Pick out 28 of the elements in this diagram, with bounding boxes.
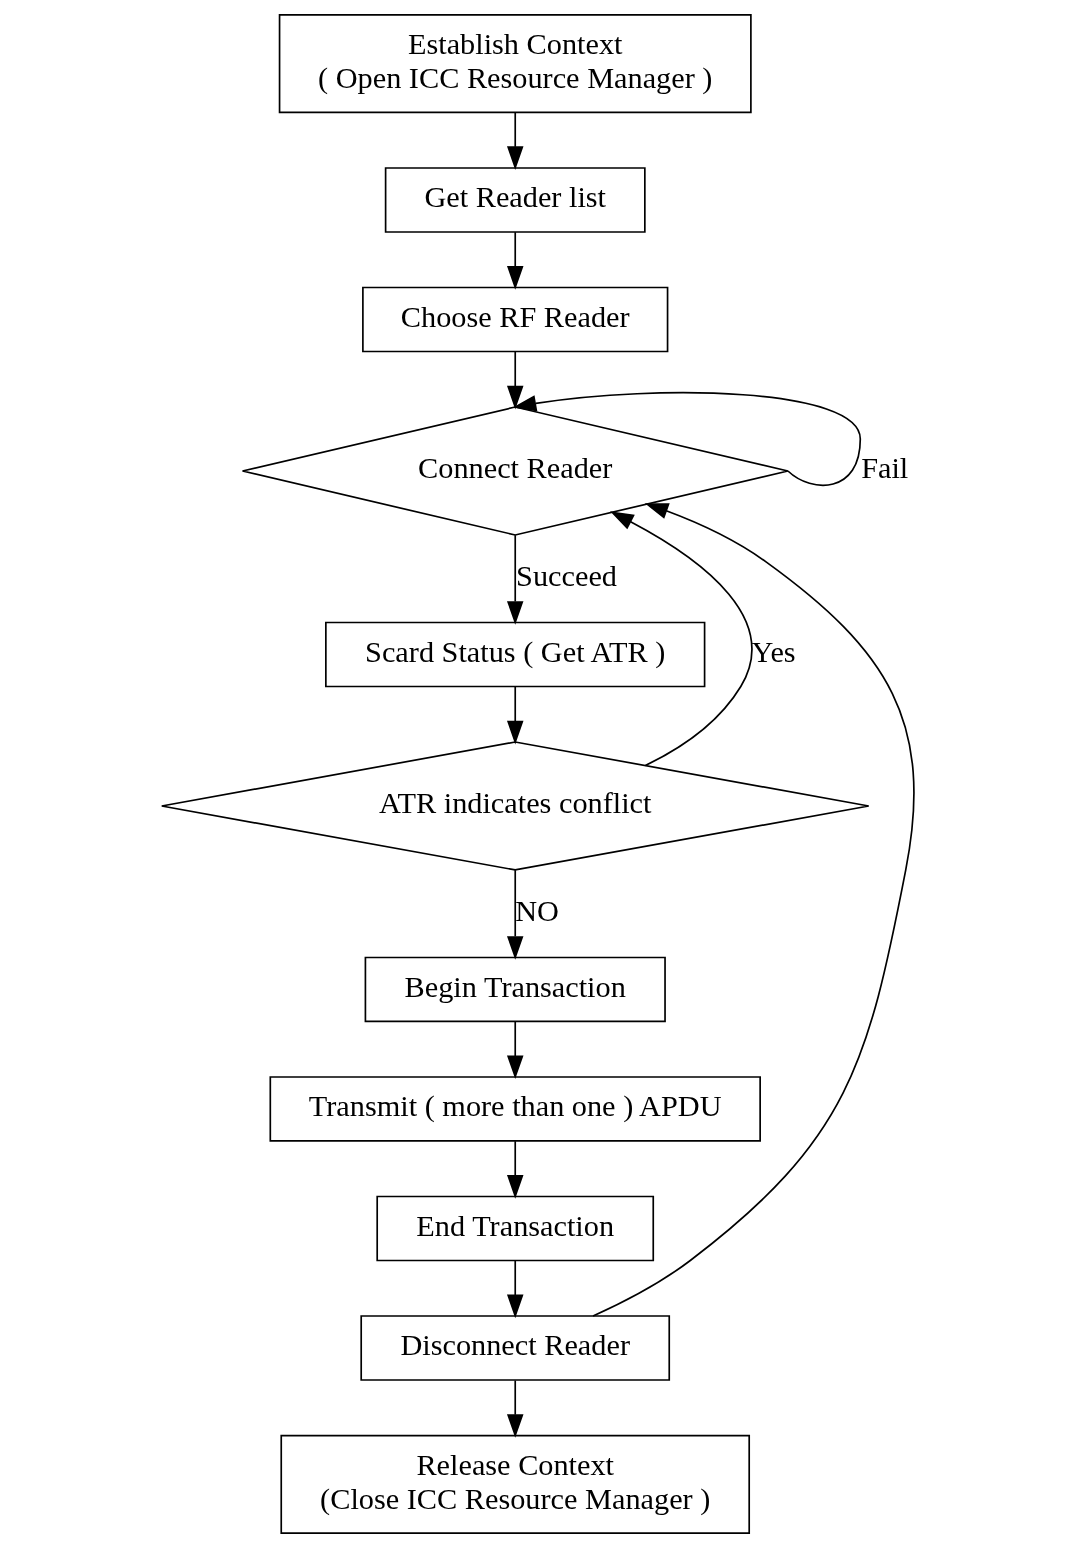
node-box: Transmit ( more than one ) APDU: [268, 1076, 761, 1142]
edge-label: NO: [514, 894, 559, 929]
node-box: End Transaction: [375, 1195, 654, 1262]
arrow: [506, 351, 523, 410]
arrow: [506, 534, 523, 625]
arrow: [506, 111, 523, 170]
arrow: [506, 231, 523, 290]
node-diamond: Connect Reader: [241, 406, 789, 536]
arrow: [512, 391, 861, 487]
edge-label: Yes: [751, 634, 796, 669]
arrow: [506, 1020, 523, 1080]
node-box: Choose RF Reader: [361, 286, 668, 353]
node-box: Disconnect Reader: [359, 1315, 670, 1381]
edge-label: Succeed: [515, 559, 617, 594]
arrow: [591, 503, 915, 1317]
arrow: [506, 1140, 523, 1199]
node-diamond: ATR indicates conflict: [160, 741, 870, 871]
arrow: [506, 1379, 523, 1438]
arrow: [609, 511, 753, 767]
node-box: Establish Context ( Open ICC Resource Manager ): [278, 14, 752, 114]
node-box: Scard Status ( Get ATR ): [324, 621, 705, 688]
edge-label: Fail: [860, 451, 908, 486]
node-box: Begin Transaction: [364, 956, 666, 1023]
arrow: [506, 869, 523, 960]
node-box: Release Context (Close ICC Resource Manager ): [279, 1434, 750, 1534]
node-box: Get Reader list: [384, 167, 646, 233]
arrow: [506, 686, 523, 745]
arrow: [506, 1259, 523, 1319]
